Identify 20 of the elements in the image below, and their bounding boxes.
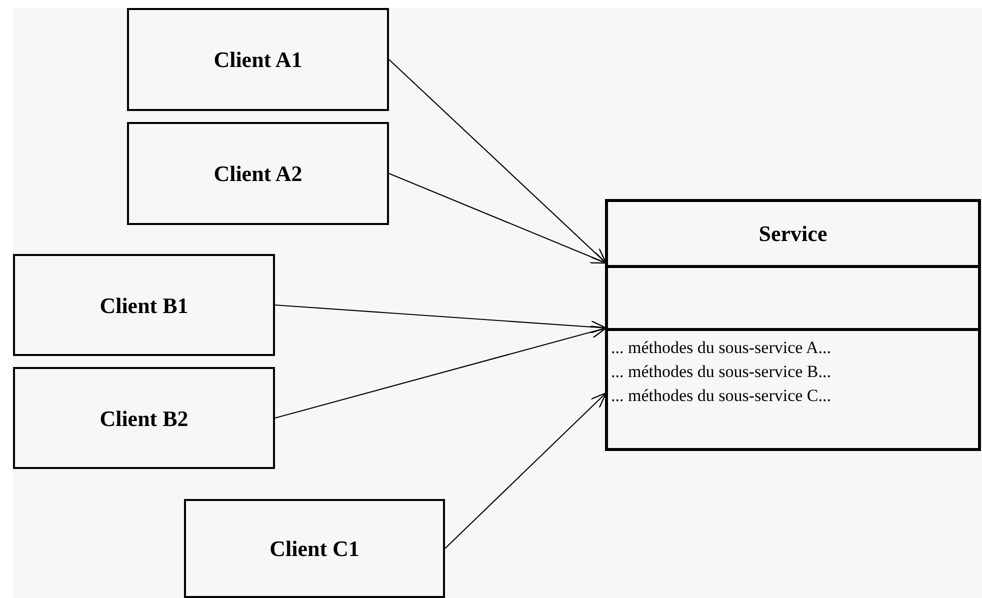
class-name: Service <box>758 220 828 248</box>
client-label: Client B2 <box>100 404 188 432</box>
method-text: ... méthodes du sous-service B... <box>611 361 832 383</box>
arrow <box>444 392 607 549</box>
client-label: Client A2 <box>214 160 302 188</box>
client-box <box>127 8 389 111</box>
client-box <box>127 122 389 225</box>
client-label: Client A1 <box>214 46 302 74</box>
class-box <box>605 199 981 451</box>
method-text: ... méthodes du sous-service A... <box>611 337 832 359</box>
arrow <box>274 326 607 419</box>
arrow <box>388 59 607 264</box>
client-label: Client B1 <box>100 292 188 320</box>
arrow <box>274 304 607 334</box>
arrow <box>388 173 607 264</box>
client-box <box>13 254 275 356</box>
client-box <box>184 499 445 598</box>
client-label: Client C1 <box>270 535 360 563</box>
method-text: ... méthodes du sous-service C... <box>611 385 832 407</box>
client-box <box>13 367 275 469</box>
